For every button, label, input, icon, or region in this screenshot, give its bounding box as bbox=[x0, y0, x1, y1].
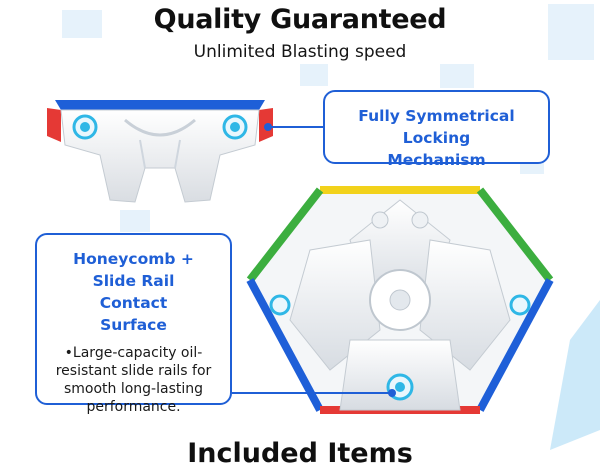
mechanism-callout: Fully Symmetrical Locking Mechanism bbox=[323, 90, 550, 169]
background-tile bbox=[62, 10, 102, 38]
page-subtitle: Unlimited Blasting speed bbox=[193, 42, 407, 62]
included-items-heading: Included Items bbox=[187, 438, 413, 469]
background-tile bbox=[120, 210, 150, 232]
cube-core-image bbox=[246, 186, 554, 414]
background-tile bbox=[440, 64, 474, 88]
mechanism-callout-title: Fully Symmetrical Locking Mechanism bbox=[358, 107, 515, 169]
surface-callout-title: Honeycomb + Slide Rail Contact Surface bbox=[73, 250, 194, 334]
decorative-shard bbox=[550, 300, 600, 450]
callout-connector-line bbox=[270, 126, 324, 128]
background-tile bbox=[548, 4, 594, 60]
surface-callout-description: •Large-capacity oil-resistant slide rail… bbox=[55, 345, 212, 415]
callout-connector-dot bbox=[264, 123, 272, 131]
page-title: Quality Guaranteed bbox=[153, 4, 447, 35]
surface-callout: Honeycomb + Slide Rail Contact Surface •… bbox=[35, 233, 232, 415]
background-tile bbox=[300, 64, 328, 86]
callout-connector-dot bbox=[388, 389, 396, 397]
callout-connector-line bbox=[232, 392, 392, 394]
